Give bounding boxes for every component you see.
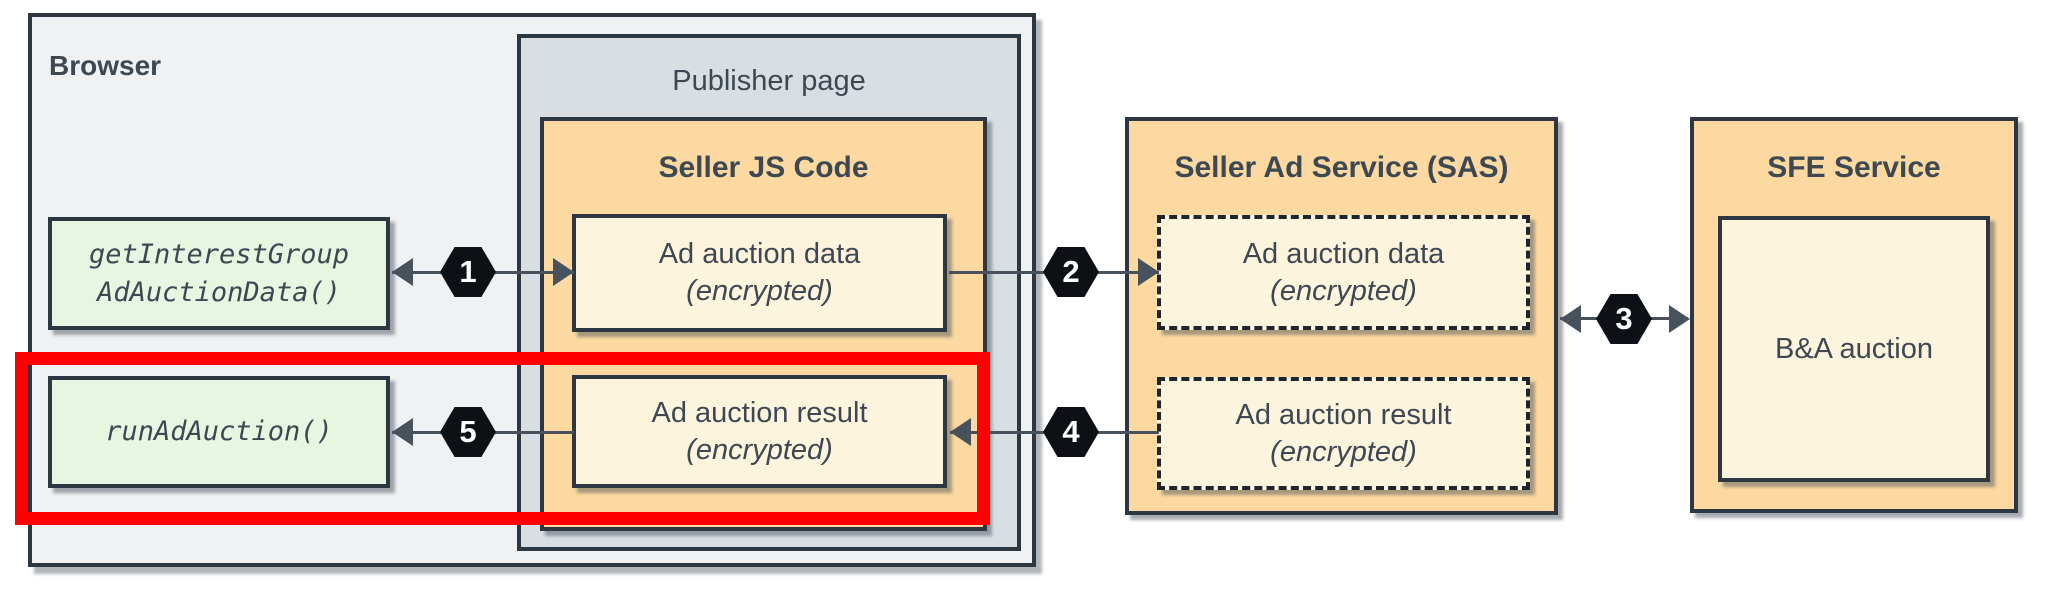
sfe-service-title: SFE Service bbox=[1767, 151, 1941, 184]
red-highlight-rect bbox=[15, 352, 990, 525]
step4-arrowhead-left-icon bbox=[950, 418, 971, 446]
ba-auction-box: B&A auction bbox=[1718, 216, 1990, 482]
sjs-ad-auction-data-box: Ad auction data (encrypted) bbox=[572, 214, 947, 332]
sas-ad-auction-data-box: Ad auction data (encrypted) bbox=[1157, 215, 1530, 330]
step3-arrowhead-right-icon bbox=[1669, 305, 1690, 333]
sas-ad-auction-result-line1: Ad auction result bbox=[1235, 398, 1452, 431]
ba-auction-label: B&A auction bbox=[1775, 332, 1933, 365]
step5-arrowhead-left-icon bbox=[392, 418, 413, 446]
step1-arrowhead-left-icon bbox=[392, 258, 413, 286]
run-ad-auction-label: runAdAuction() bbox=[105, 416, 333, 447]
seller-js-code-title: Seller JS Code bbox=[658, 151, 869, 184]
sas-ad-auction-data-line2: (encrypted) bbox=[1270, 274, 1417, 307]
get-interest-group-box: getInterestGroup AdAuctionData() bbox=[48, 217, 390, 330]
step1-arrowhead-right-icon bbox=[553, 258, 574, 286]
sjs-ad-auction-data-line2: (encrypted) bbox=[686, 275, 833, 307]
step-3-badge: 3 bbox=[1596, 294, 1652, 344]
sjs-ad-auction-result-line2: (encrypted) bbox=[686, 433, 833, 466]
sjs-ad-auction-result-box: Ad auction result (encrypted) bbox=[572, 375, 947, 488]
step3-arrowhead-left-icon bbox=[1560, 305, 1581, 333]
sjs-ad-auction-data-line1: Ad auction data bbox=[658, 238, 861, 270]
sas-ad-auction-data-line1: Ad auction data bbox=[1242, 237, 1445, 270]
sjs-ad-auction-result-line1: Ad auction result bbox=[651, 396, 868, 429]
seller-ad-service-title: Seller Ad Service (SAS) bbox=[1174, 151, 1509, 184]
step-2-badge: 2 bbox=[1043, 247, 1099, 297]
run-ad-auction-box: runAdAuction() bbox=[48, 376, 390, 488]
step-4-badge: 4 bbox=[1043, 407, 1099, 457]
browser-label: Browser bbox=[49, 50, 162, 81]
get-interest-group-line1: getInterestGroup bbox=[88, 238, 350, 270]
get-interest-group-line2: AdAuctionData() bbox=[97, 276, 341, 308]
sas-ad-auction-result-line2: (encrypted) bbox=[1270, 435, 1417, 468]
publisher-page-label: Publisher page bbox=[672, 65, 866, 97]
sas-ad-auction-result-box: Ad auction result (encrypted) bbox=[1157, 377, 1530, 490]
step2-arrowhead-right-icon bbox=[1138, 258, 1159, 286]
